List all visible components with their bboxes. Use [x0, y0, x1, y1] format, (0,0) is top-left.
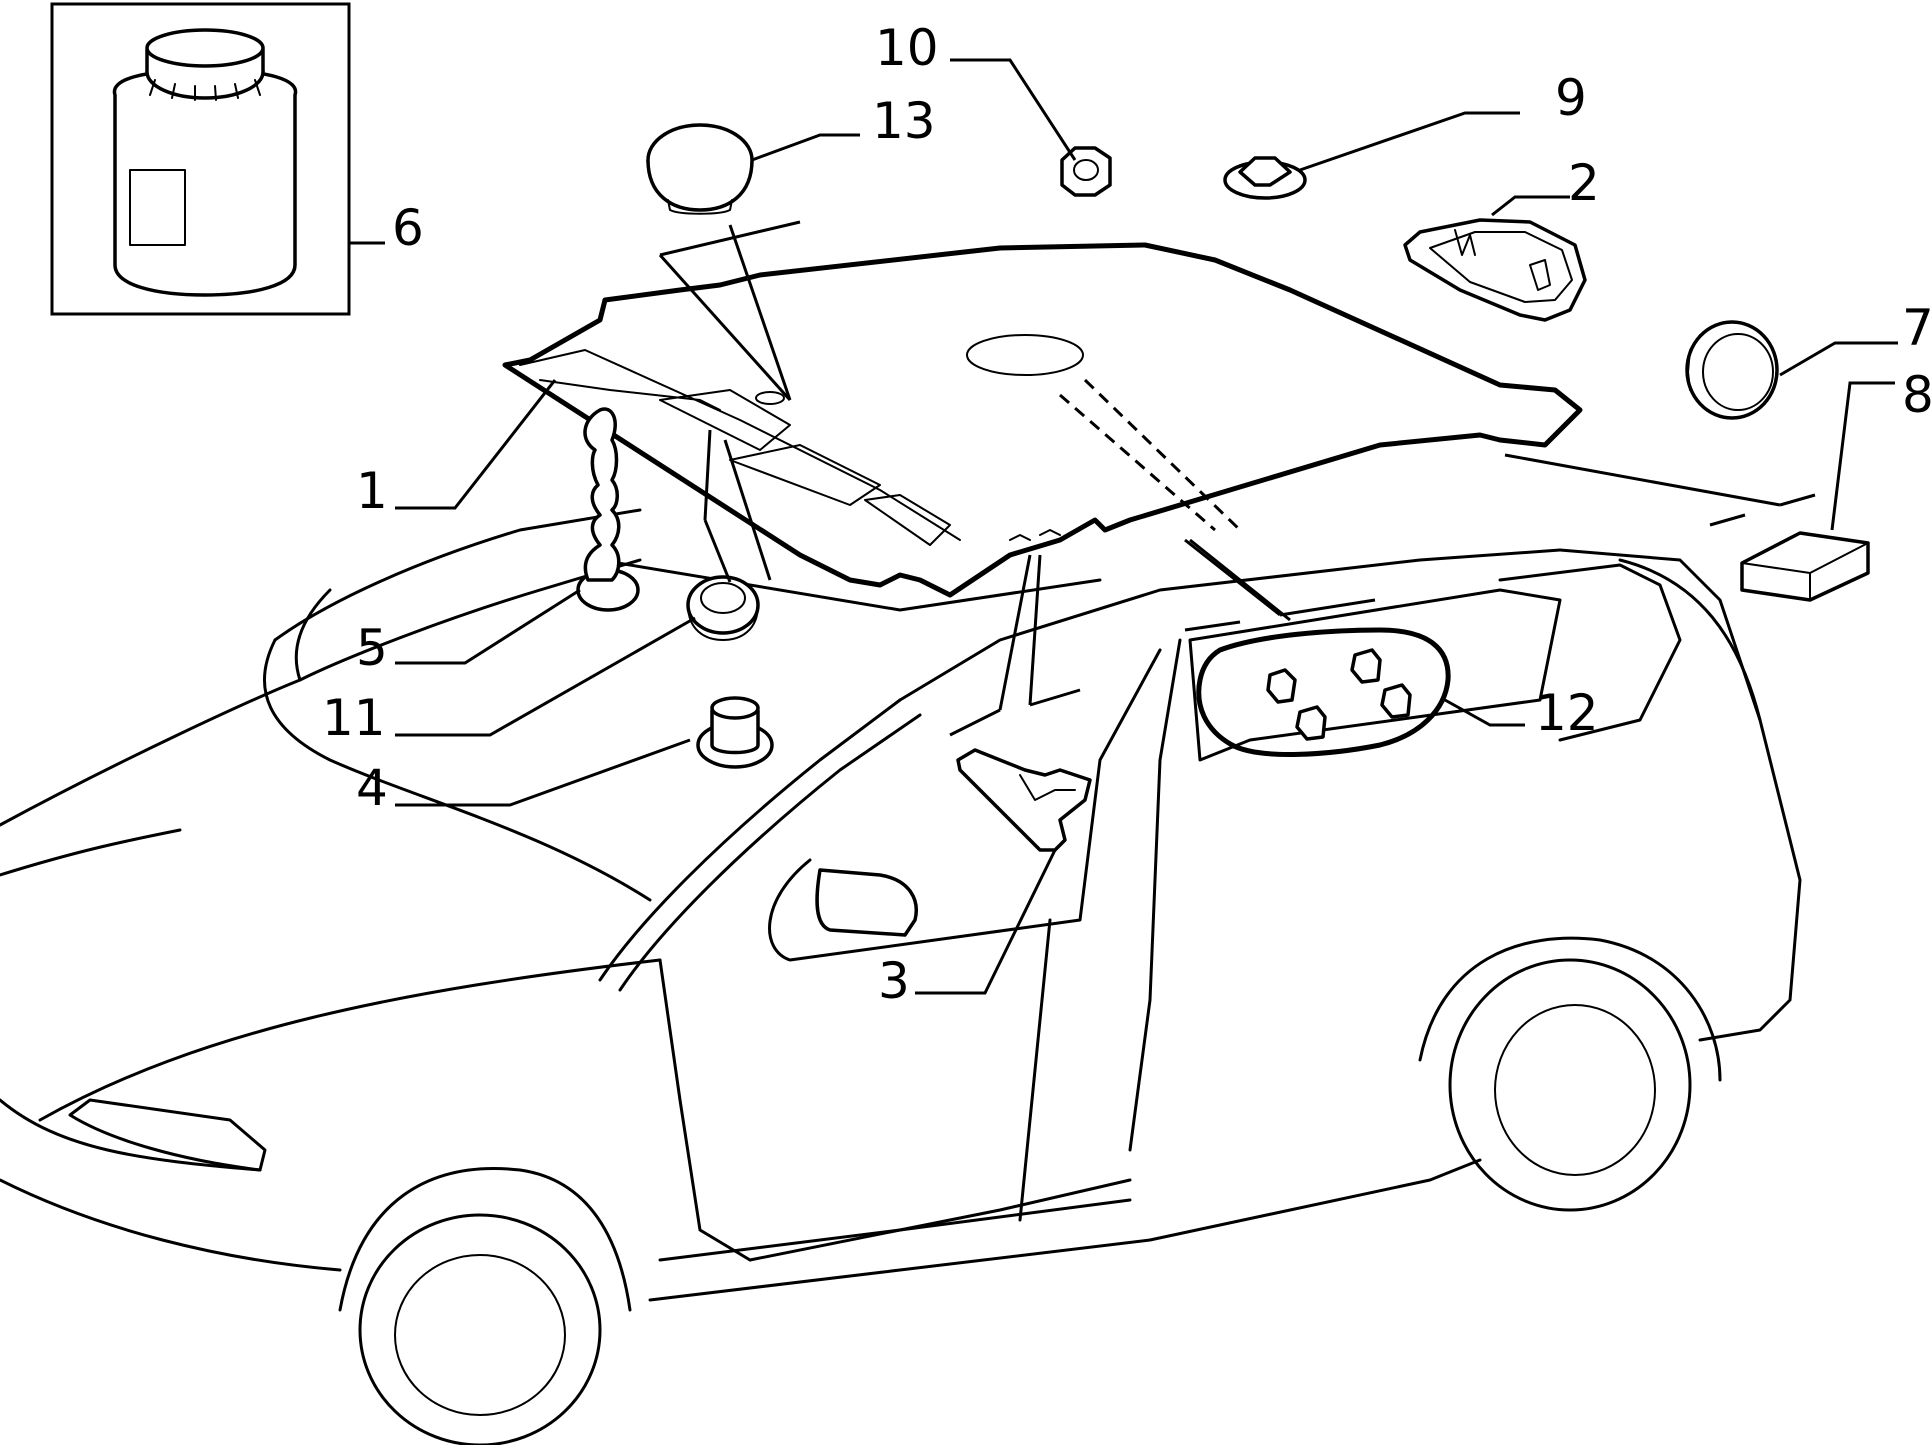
callout-13: 13 — [872, 92, 936, 150]
spacer-part-4 — [696, 696, 774, 769]
foam-block-part-8 — [1740, 531, 1870, 602]
callout-5: 5 — [356, 619, 388, 677]
callout-labels: 1 2 3 4 5 6 7 8 9 10 11 12 13 — [322, 19, 1932, 1010]
headliner-part-1 — [502, 242, 1583, 598]
car-body — [0, 508, 1802, 1447]
grommet-part-11 — [686, 575, 760, 641]
leader-lines — [349, 58, 1898, 995]
plug-part-13 — [646, 123, 754, 215]
nut-part-10 — [1060, 146, 1112, 197]
cap-part-7 — [1685, 320, 1779, 420]
cover-part-2 — [1403, 218, 1587, 322]
clip-part-9 — [1223, 156, 1307, 200]
callout-11: 11 — [322, 689, 386, 747]
callout-12: 12 — [1535, 684, 1599, 742]
adhesive-jar-part-6 — [50, 2, 351, 316]
callout-10: 10 — [875, 19, 939, 77]
rivet-part-5 — [576, 407, 640, 612]
callout-9: 9 — [1555, 69, 1587, 127]
bracket-part-3 — [956, 748, 1092, 852]
callout-8: 8 — [1902, 366, 1932, 424]
callout-2: 2 — [1568, 154, 1600, 212]
callout-6: 6 — [392, 199, 424, 257]
clips-part-12 — [1196, 627, 1451, 757]
callout-1: 1 — [356, 462, 388, 520]
callout-3: 3 — [878, 952, 910, 1010]
callout-4: 4 — [356, 759, 388, 817]
callout-7: 7 — [1902, 299, 1932, 357]
